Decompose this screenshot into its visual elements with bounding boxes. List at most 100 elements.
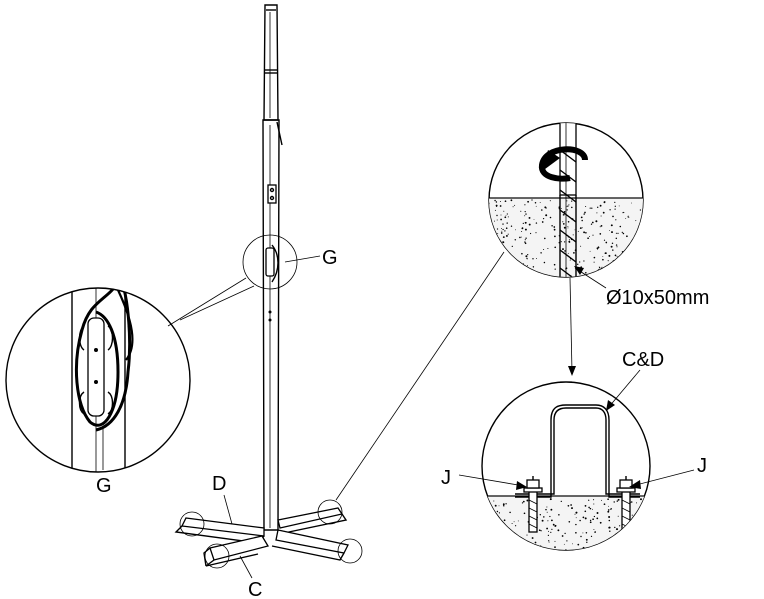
- speckle-dot: [599, 290, 601, 292]
- speckle-dot: [587, 553, 588, 554]
- speckle-dot: [585, 565, 586, 566]
- speckle-dot: [504, 230, 506, 232]
- speckle-dot: [544, 237, 546, 240]
- speckle-dot: [607, 570, 608, 571]
- speckle-dot: [655, 225, 656, 226]
- speckle-dot: [477, 538, 478, 539]
- speckle-dot: [539, 202, 541, 204]
- speckle-dot: [641, 547, 643, 549]
- speckle-dot: [634, 526, 636, 528]
- speckle-dot: [500, 214, 502, 216]
- speckle-dot: [585, 538, 588, 541]
- speckle-dot: [498, 559, 499, 560]
- speckle-dot: [641, 256, 643, 258]
- speckle-dot: [602, 256, 604, 257]
- speckle-dot: [518, 573, 519, 574]
- speckle-dot: [636, 240, 638, 242]
- speckle-dot: [578, 284, 579, 285]
- speckle-dot: [636, 558, 637, 559]
- speckle-dot: [521, 230, 523, 233]
- speckle-dot: [608, 254, 611, 257]
- speckle-dot: [610, 224, 613, 227]
- speckle-dot: [498, 556, 499, 557]
- speckle-dot: [591, 508, 593, 510]
- speckle-dot: [557, 529, 560, 532]
- speckle-dot: [645, 260, 647, 262]
- label-g-post: G: [322, 247, 338, 269]
- speckle-dot: [645, 549, 647, 550]
- speckle-dot: [587, 237, 589, 240]
- speckle-dot: [484, 275, 485, 276]
- speckle-dot: [524, 242, 527, 245]
- speckle-dot: [589, 567, 591, 569]
- speckle-dot: [535, 205, 537, 207]
- speckle-dot: [623, 211, 625, 214]
- speckle-dot: [526, 258, 528, 260]
- speckle-dot: [591, 207, 593, 209]
- speckle-dot: [601, 499, 602, 501]
- speckle-dot: [591, 548, 593, 550]
- speckle-dot: [584, 505, 587, 507]
- speckle-dot: [508, 262, 510, 265]
- speckle-dot: [590, 223, 593, 225]
- speckle-dot: [579, 519, 581, 522]
- speckle-dot: [646, 263, 647, 264]
- speckle-dot: [511, 274, 513, 277]
- speckle-dot: [527, 254, 529, 256]
- speckle-dot: [571, 200, 573, 202]
- speckle-dot: [602, 211, 605, 214]
- speckle-dot: [569, 259, 571, 261]
- speckle-dot: [572, 543, 573, 545]
- speckle-dot: [514, 525, 517, 527]
- speckle-dot: [503, 268, 506, 271]
- speckle-dot: [621, 568, 622, 569]
- speckle-dot: [547, 247, 549, 250]
- speckle-dot: [541, 519, 544, 522]
- speckle-dot: [628, 280, 629, 281]
- clip-detail: [5, 287, 191, 473]
- speckle-dot: [596, 517, 599, 520]
- speckle-dot: [645, 269, 647, 271]
- speckle-dot: [522, 222, 524, 225]
- speckle-dot: [482, 221, 484, 223]
- speckle-dot: [617, 569, 618, 570]
- speckle-dot: [488, 571, 489, 572]
- speckle-dot: [632, 276, 634, 277]
- speckle-dot: [633, 527, 635, 530]
- speckle-dot: [498, 505, 500, 507]
- speckle-dot: [535, 559, 537, 561]
- speckle-dot: [581, 227, 583, 229]
- speckle-dot: [536, 258, 537, 259]
- speckle-dot: [499, 282, 500, 283]
- speckle-dot: [562, 560, 564, 562]
- speckle-dot: [524, 239, 526, 241]
- speckle-dot: [515, 569, 516, 570]
- speckle-dot: [524, 241, 526, 243]
- speckle-dot: [588, 499, 590, 501]
- speckle-dot: [556, 290, 558, 292]
- speckle-dot: [573, 252, 575, 254]
- speckle-dot: [520, 210, 522, 212]
- speckle-dot: [548, 540, 550, 542]
- speckle-dot: [577, 556, 578, 557]
- speckle-dot: [500, 232, 503, 234]
- speckle-dot: [484, 561, 485, 562]
- speckle-dot: [560, 208, 562, 210]
- speckle-dot: [499, 201, 501, 202]
- speckle-dot: [553, 228, 556, 231]
- speckle-dot: [599, 204, 602, 207]
- speckle-dot: [502, 228, 504, 231]
- speckle-dot: [538, 529, 541, 532]
- speckle-dot: [491, 543, 493, 545]
- speckle-dot: [483, 255, 485, 257]
- speckle-dot: [634, 261, 636, 263]
- speckle-dot: [583, 260, 585, 262]
- speckle-dot: [499, 533, 502, 535]
- speckle-dot: [568, 521, 571, 523]
- speckle-dot: [563, 543, 565, 545]
- speckle-dot: [496, 536, 499, 539]
- speckle-dot: [589, 207, 591, 209]
- speckle-dot: [489, 262, 491, 264]
- speckle-dot: [528, 271, 531, 274]
